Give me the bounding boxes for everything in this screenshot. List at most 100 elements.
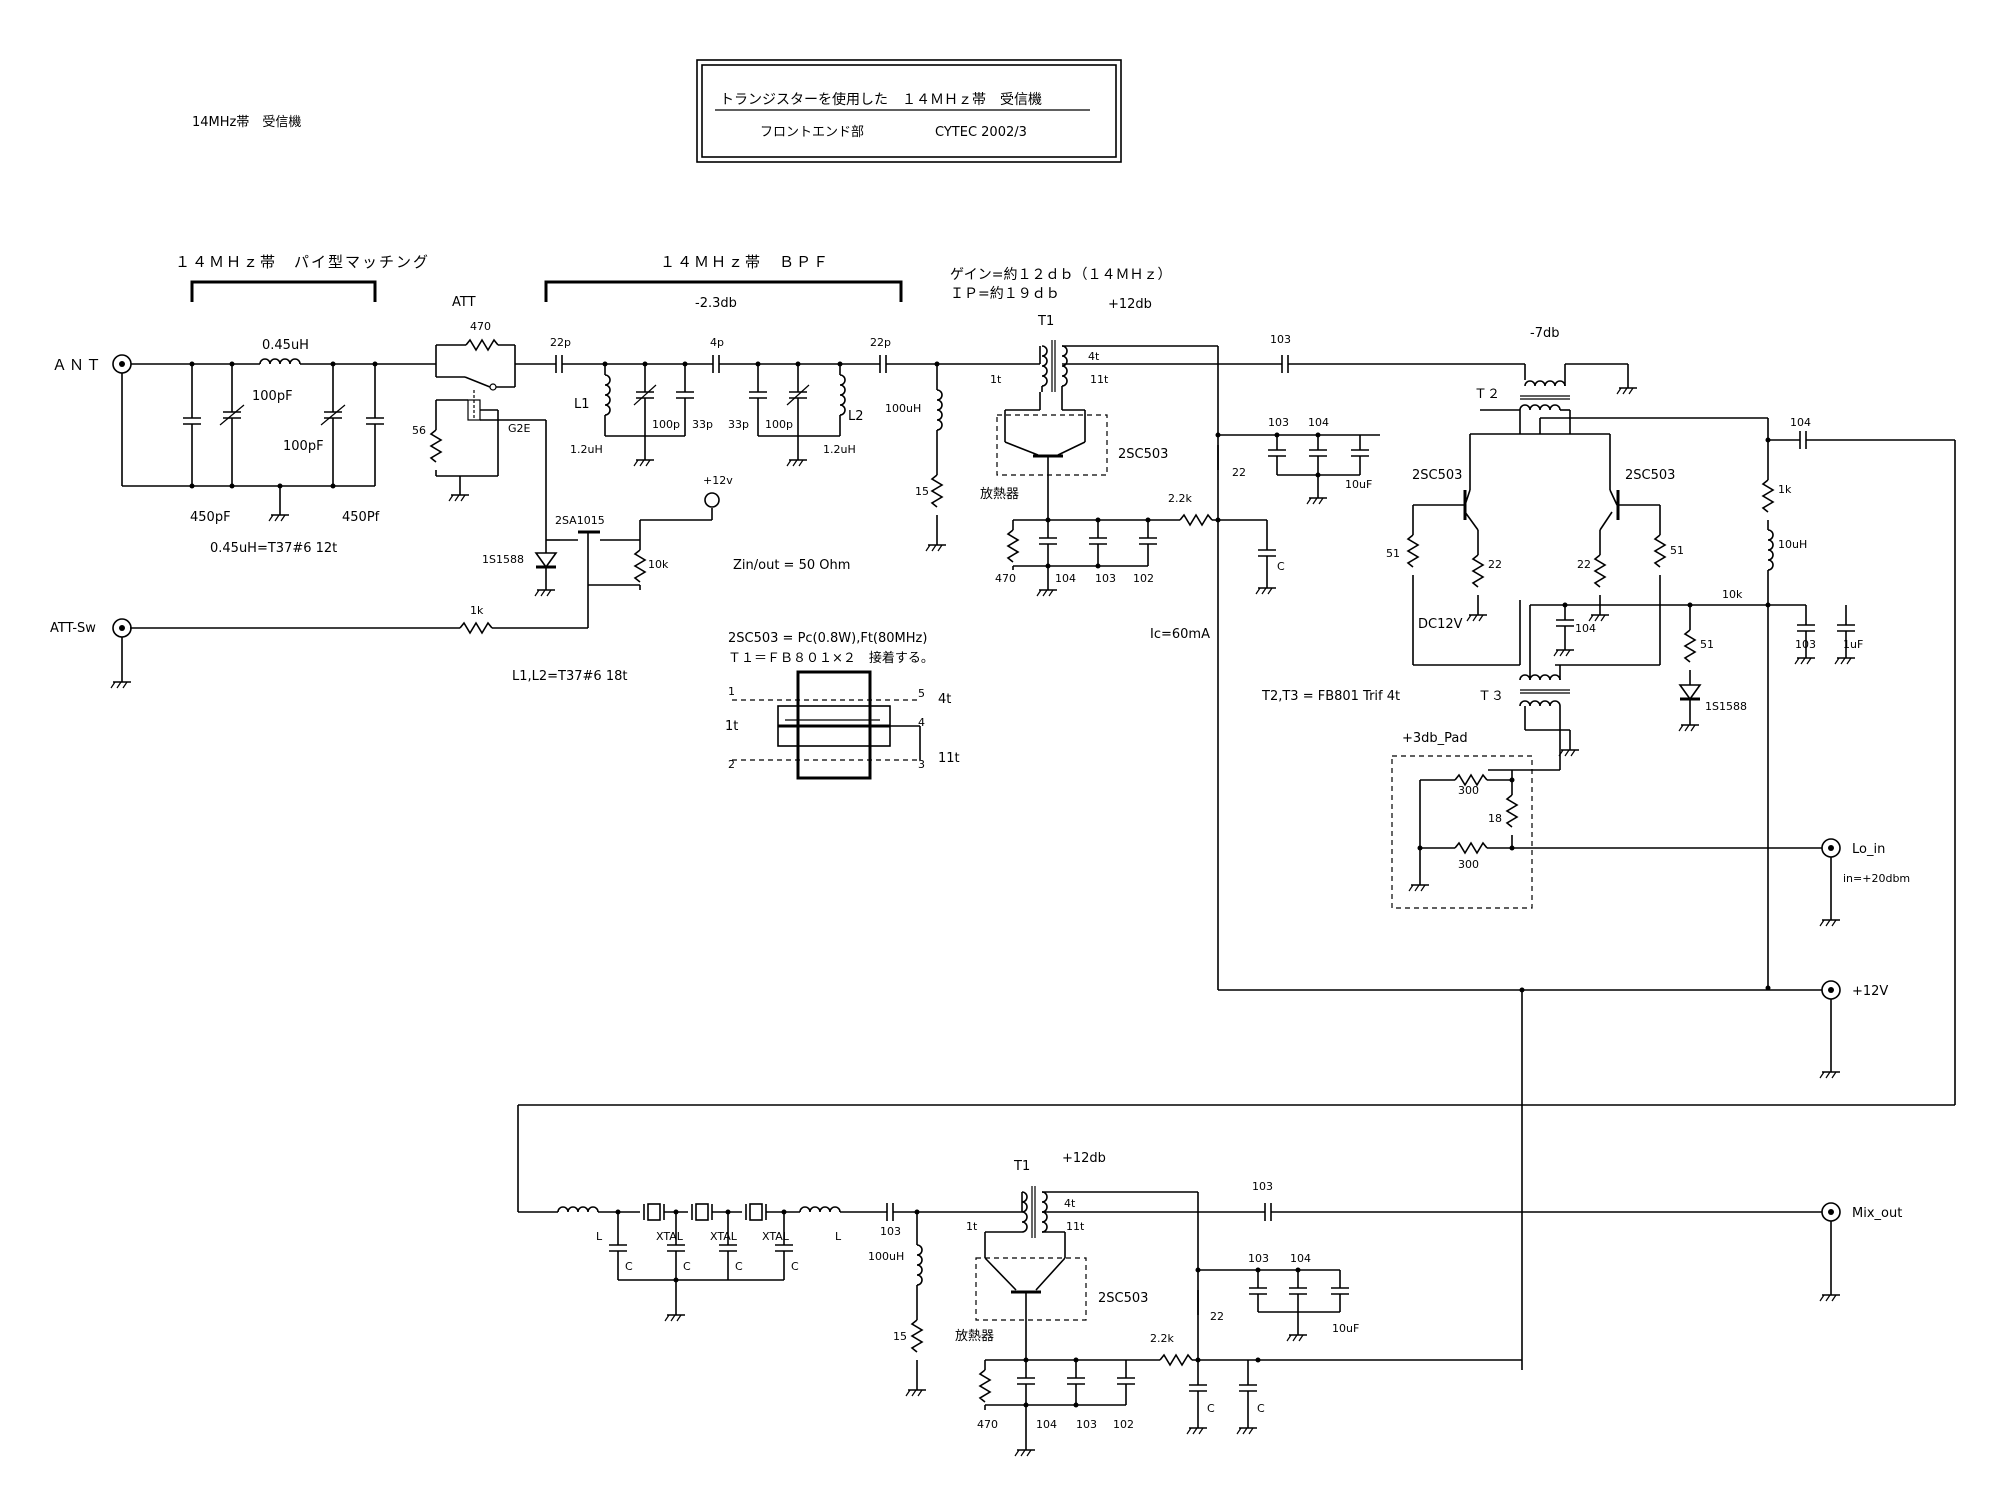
- l-small-b: L: [835, 1230, 842, 1243]
- r22-mix-right: 22: [1577, 558, 1591, 571]
- l2-value: 1.2uH: [823, 443, 856, 456]
- c450b-label: 450Pf: [342, 510, 380, 525]
- c104-bottom-a: 104: [1290, 1252, 1311, 1265]
- v12-small-label: +12v: [703, 474, 733, 487]
- sketch-1t: 1t: [725, 719, 738, 734]
- diode2-label: 1S1588: [1705, 700, 1747, 713]
- pi-network: [121, 358, 436, 522]
- ant-connector[interactable]: [112, 354, 132, 374]
- gain-note: ゲイン=約１２ｄｂ（１４ＭＨｚ）: [950, 267, 1171, 283]
- dc12v-label: DC12V: [1418, 617, 1463, 632]
- pi-match-label: １４ＭＨｚ帯 パイ型マッチング: [175, 253, 430, 271]
- cc-xc: C: [735, 1260, 743, 1273]
- t1-1t: 1t: [990, 373, 1002, 386]
- diode-label: 1S1588: [482, 553, 524, 566]
- c100a-label: 100pF: [252, 389, 293, 404]
- plus12v-label: +12V: [1852, 984, 1888, 999]
- heatsink-top-label: 放熱器: [980, 487, 1019, 502]
- sketch-11t: 11t: [938, 751, 960, 766]
- c103-mix: 103: [1795, 638, 1816, 651]
- att-switch: [130, 508, 713, 634]
- t1-construction-sketch: [732, 670, 921, 780]
- coil-note: 0.45uH=T37#6 12t: [210, 541, 337, 556]
- bpf-label: １４ＭＨｚ帯 ＢＰＦ: [660, 253, 830, 271]
- mix-out-label: Mix_out: [1852, 1206, 1902, 1221]
- t1-11t: 11t: [1090, 373, 1109, 386]
- pi-match-bracket: [190, 280, 377, 302]
- c33p-b-label: 33p: [728, 418, 749, 431]
- r300-a: 300: [1458, 784, 1479, 797]
- mix-out-connector[interactable]: [1821, 1202, 1841, 1222]
- r15-label: 15: [915, 485, 929, 498]
- r470-label: 470: [470, 320, 491, 333]
- zinout-note: Zin/out = 50 Ohm: [733, 558, 850, 573]
- c450a-label: 450pF: [190, 510, 231, 525]
- c1uf-mix: 1uF: [1843, 638, 1863, 651]
- c100b-label: 100pF: [283, 439, 324, 454]
- xtal-a: XTAL: [656, 1230, 684, 1243]
- q2sc503-top-label: 2SC503: [1118, 447, 1168, 462]
- att-sw-connector[interactable]: [112, 618, 132, 638]
- c104-bottom-b: 104: [1036, 1418, 1057, 1431]
- pad-3db: [1391, 755, 1822, 909]
- r22-mix-left: 22: [1488, 558, 1502, 571]
- l100uh-bottom: 100uH: [868, 1250, 904, 1263]
- bpf-loss: -2.3db: [695, 296, 737, 311]
- r470-bottom: 470: [977, 1418, 998, 1431]
- l100uh-label: 100uH: [885, 402, 921, 415]
- r2-2k-bottom: 2.2k: [1150, 1332, 1174, 1345]
- r1k-label: 1k: [470, 604, 484, 617]
- l1-value: 1.2uH: [570, 443, 603, 456]
- mixer-loss: -7db: [1530, 326, 1559, 341]
- r51-right: 51: [1670, 544, 1684, 557]
- q2sc503-bottom: 2SC503: [1098, 1291, 1148, 1306]
- l10uh-mix: 10uH: [1778, 538, 1807, 551]
- c100p-a-label: 100p: [652, 418, 680, 431]
- r2-2k-top-label: 2.2k: [1168, 492, 1192, 505]
- c104-top-b: 104: [1055, 572, 1076, 585]
- c22p-b-label: 22p: [870, 336, 891, 349]
- t1-bottom-label: T1: [1013, 1159, 1030, 1174]
- r1k-mix: 1k: [1778, 483, 1792, 496]
- bpf-bracket: [544, 280, 903, 302]
- t1-bottom-11t: 11t: [1066, 1220, 1085, 1233]
- gain12-label: +12db: [1108, 297, 1152, 312]
- r15-bottom: 15: [893, 1330, 907, 1343]
- c103-bottom-c: 103: [880, 1225, 901, 1238]
- xtal-b: XTAL: [710, 1230, 738, 1243]
- lo-in-connector[interactable]: [1821, 838, 1841, 858]
- c100p-b-label: 100p: [765, 418, 793, 431]
- r10k-label: 10k: [648, 558, 669, 571]
- v12-terminal[interactable]: [704, 492, 720, 508]
- title-line1: トランジスターを使用した １４ＭＨｚ帯 受信機: [720, 91, 1042, 108]
- cc-bottom-b: C: [1257, 1402, 1265, 1415]
- lo-level: in=+20dbm: [1843, 872, 1910, 885]
- crystal-filter: [518, 1202, 1022, 1322]
- c102-top: 102: [1133, 572, 1154, 585]
- plus12v-connector[interactable]: [1821, 980, 1841, 1000]
- ant-label: ＡＮＴ: [52, 356, 103, 374]
- l1-label: L1: [574, 397, 590, 412]
- ic-note: Ic=60mA: [1150, 627, 1210, 642]
- t1-4t: 4t: [1088, 350, 1100, 363]
- r51-left: 51: [1386, 547, 1400, 560]
- l-small-a: L: [596, 1230, 603, 1243]
- gain12-bottom: +12db: [1062, 1151, 1106, 1166]
- l1l2-note: L1,L2=T37#6 18t: [512, 669, 627, 684]
- l045-label: 0.45uH: [262, 338, 309, 353]
- t1-bottom-4t: 4t: [1064, 1197, 1076, 1210]
- r22-top-label: 22: [1232, 466, 1246, 479]
- pad-label: +3db_Pad: [1402, 731, 1468, 746]
- t1-note: Ｔ１＝ＦＢ８０１×２ 接着する。: [728, 650, 934, 666]
- lo-in-label: Lo_in: [1852, 842, 1885, 857]
- title-line2-right: CYTEC 2002/3: [935, 125, 1027, 140]
- c4p-label: 4p: [710, 336, 724, 349]
- r51-diode: 51: [1700, 638, 1714, 651]
- r10k-mix: 10k: [1722, 588, 1743, 601]
- t1-bottom-1t: 1t: [966, 1220, 978, 1233]
- c33p-a-label: 33p: [692, 418, 713, 431]
- c103-top-a: 103: [1268, 416, 1289, 429]
- t2-label: Ｔ２: [1474, 387, 1500, 402]
- t1-pin5: 5: [918, 687, 925, 700]
- rf-amp-bottom: [905, 1186, 1822, 1457]
